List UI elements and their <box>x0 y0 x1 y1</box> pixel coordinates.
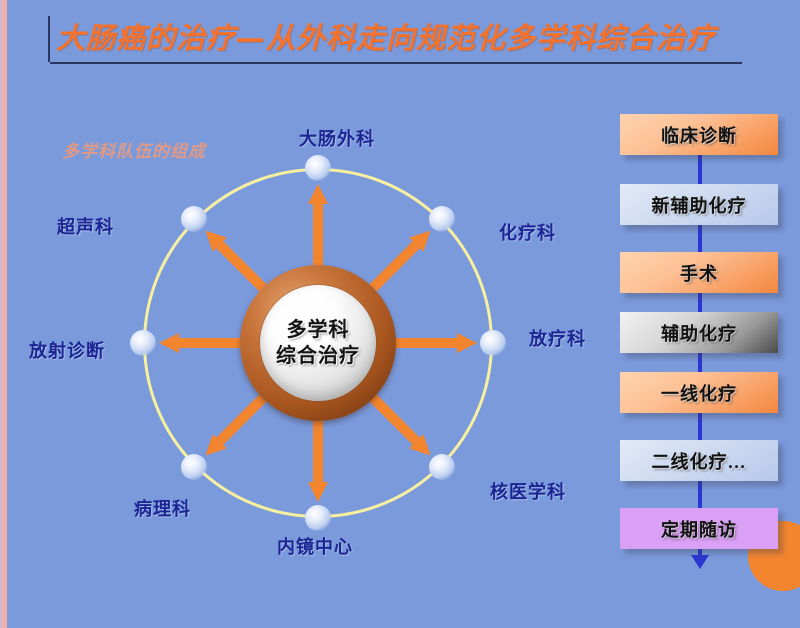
spoke-label-0: 大肠外科 <box>299 129 375 149</box>
spoke-arrow-shaft <box>179 338 240 348</box>
hub-line-1: 多学科 <box>286 319 350 341</box>
flow-step-4[interactable]: 一线化疗 <box>620 372 778 413</box>
node-dot <box>181 453 208 480</box>
node-dot <box>305 505 331 531</box>
flow-step-6[interactable]: 定期随访 <box>620 508 778 549</box>
node-dot <box>181 206 208 233</box>
spoke-label-6: 放射诊断 <box>29 341 105 361</box>
node-dot <box>428 453 455 480</box>
flow-step-0[interactable]: 临床诊断 <box>620 114 778 155</box>
spoke-arrow-shaft <box>313 204 323 265</box>
left-edge-stripe <box>2 0 7 628</box>
title-box: 大肠癌的治疗—从外科走向规范化多学科综合治疗 <box>48 16 748 64</box>
flow-step-2[interactable]: 手术 <box>620 252 778 293</box>
spoke-label-7: 超声科 <box>57 217 114 237</box>
flow-arrow-icon <box>691 555 709 569</box>
radial-diagram: 多学科 综合治疗 大肠外科化疗科放疗科核医学科内镜中心 病理科 放射诊断 超声科 <box>29 129 585 557</box>
spoke-arrow-head-icon <box>308 482 328 502</box>
spoke-arrow-head-icon <box>457 333 477 353</box>
node-dot <box>305 155 331 181</box>
spoke-arrow-shaft <box>396 338 457 348</box>
spoke-label-1: 化疗科 <box>499 223 556 243</box>
hub-line-2: 综合治疗 <box>276 345 360 367</box>
node-dot <box>428 206 455 233</box>
page-title: 大肠癌的治疗—从外科走向规范化多学科综合治疗 <box>56 21 717 55</box>
flow-step-5[interactable]: 二线化疗… <box>620 440 778 481</box>
spoke-label-5: 病理科 <box>134 499 191 519</box>
spoke-label-3: 核医学科 <box>490 482 566 502</box>
spoke-arrow-shaft <box>313 421 323 482</box>
hub-circle: 多学科 综合治疗 <box>240 265 396 421</box>
flow-step-1[interactable]: 新辅助化疗 <box>620 184 778 225</box>
left-edge-stripe-outer <box>0 0 2 628</box>
title-underline <box>50 62 742 64</box>
subtitle-label: 多学科队伍的组成 <box>62 142 206 162</box>
node-dot <box>480 330 506 356</box>
spoke-label-2: 放疗科 <box>529 329 586 349</box>
title-block: 大肠癌的治疗—从外科走向规范化多学科综合治疗 <box>48 16 748 64</box>
hub-inner-circle: 多学科 综合治疗 <box>260 285 376 401</box>
node-dot <box>130 330 156 356</box>
spoke-arrow-head-icon <box>308 184 328 204</box>
treatment-flowchart: 临床诊断新辅助化疗手术辅助化疗一线化疗二线化疗… 定期随访 <box>612 105 800 575</box>
flow-step-3[interactable]: 辅助化疗 <box>620 312 778 353</box>
spoke-label-4: 内镜中心 <box>277 537 353 557</box>
spoke-arrow-head-icon <box>159 333 179 353</box>
